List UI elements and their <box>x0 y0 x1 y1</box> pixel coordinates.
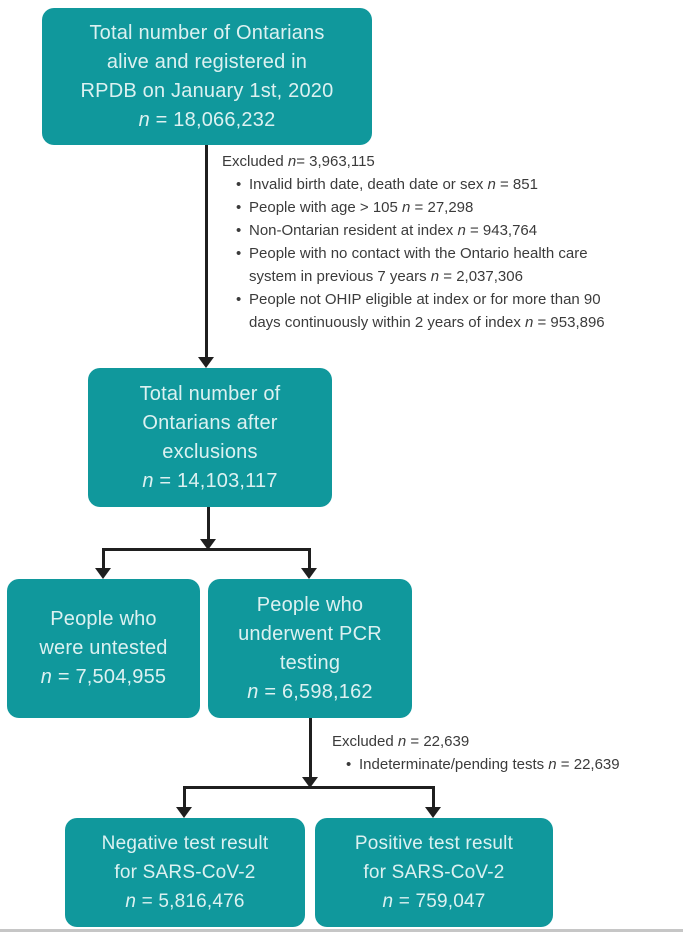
node-text-line: Positive test result <box>354 833 514 854</box>
split2-right-line <box>432 786 435 808</box>
node-count: n = 18,066,232 <box>138 108 276 131</box>
node-text-line: testing <box>279 651 341 674</box>
split1-right-head <box>301 568 317 579</box>
bottom-border-line <box>0 929 683 932</box>
split2-bar <box>183 786 435 789</box>
bullet-icon: • <box>236 245 242 262</box>
bullet-icon: • <box>236 222 242 239</box>
split1-stem-line <box>207 507 210 540</box>
node-count: n = 759,047 <box>382 891 486 912</box>
split1-left-head <box>95 568 111 579</box>
exclusion-bullet: • Invalid birth date, death date or sex … <box>222 173 622 196</box>
node-text-line: People who <box>256 593 364 616</box>
split1-right-line <box>308 548 311 569</box>
node-count: n = 6,598,162 <box>247 680 373 703</box>
split1-bar <box>102 548 311 551</box>
bullet-icon: • <box>236 291 242 308</box>
exclusion-bullet: • People with age > 105 n = 27,298 <box>222 196 622 219</box>
bullet-icon: • <box>236 199 242 216</box>
exclusion-bullet: • Non-Ontarian resident at index n = 943… <box>222 219 622 242</box>
exclusion-bullet: • People with no contact with the Ontari… <box>222 242 622 288</box>
node-text-line: alive and registered in <box>106 50 308 73</box>
arrow-total-to-exclusions-head <box>198 357 214 368</box>
node-negative-result: Negative test result for SARS-CoV-2 n = … <box>65 818 305 927</box>
node-text-line: exclusions <box>162 440 258 463</box>
split1-left-line <box>102 548 105 569</box>
node-count: n = 14,103,117 <box>142 469 278 492</box>
node-text-line: Ontarians after <box>142 411 278 434</box>
node-text-line: Total number of Ontarians <box>89 21 325 44</box>
arrow-total-to-exclusions-line <box>205 145 208 358</box>
node-positive-result: Positive test result for SARS-CoV-2 n = … <box>315 818 553 927</box>
split1-stem-head <box>200 539 216 550</box>
split2-right-head <box>425 807 441 818</box>
split2-left-head <box>176 807 192 818</box>
node-text-line: underwent PCR <box>238 622 382 645</box>
node-after-exclusions: Total number of Ontarians after exclusio… <box>88 368 332 507</box>
exclusion-bullet: • People not OHIP eligible at index or f… <box>222 288 622 334</box>
split2-stem-head <box>302 777 318 788</box>
node-text-line: for SARS-CoV-2 <box>363 862 505 883</box>
node-text-line: RPDB on January 1st, 2020 <box>80 79 334 102</box>
exclusion-header: Excluded n= 3,963,115 <box>222 153 375 170</box>
bullet-icon: • <box>236 176 242 193</box>
node-total-population: Total number of Ontarians alive and regi… <box>42 8 372 145</box>
split2-stem-line <box>309 718 312 778</box>
node-text-line: were untested <box>39 637 168 659</box>
exclusion-note-1: Excluded n= 3,963,115 • Invalid birth da… <box>222 150 622 334</box>
split2-left-line <box>183 786 186 808</box>
node-untested: People who were untested n = 7,504,955 <box>7 579 200 718</box>
bullet-icon: • <box>346 756 352 773</box>
node-text-line: Negative test result <box>101 833 269 854</box>
node-pcr-tested: People who underwent PCR testing n = 6,5… <box>208 579 412 718</box>
node-text-line: Total number of <box>139 382 281 405</box>
exclusion-header: Excluded n = 22,639 <box>332 733 470 750</box>
exclusion-bullet: • Indeterminate/pending tests n = 22,639 <box>332 753 677 776</box>
exclusion-note-2: Excluded n = 22,639 • Indeterminate/pend… <box>332 730 677 776</box>
node-text-line: People who <box>50 608 157 630</box>
node-count: n = 5,816,476 <box>125 891 245 912</box>
node-count: n = 7,504,955 <box>40 666 167 688</box>
node-text-line: for SARS-CoV-2 <box>114 862 256 883</box>
